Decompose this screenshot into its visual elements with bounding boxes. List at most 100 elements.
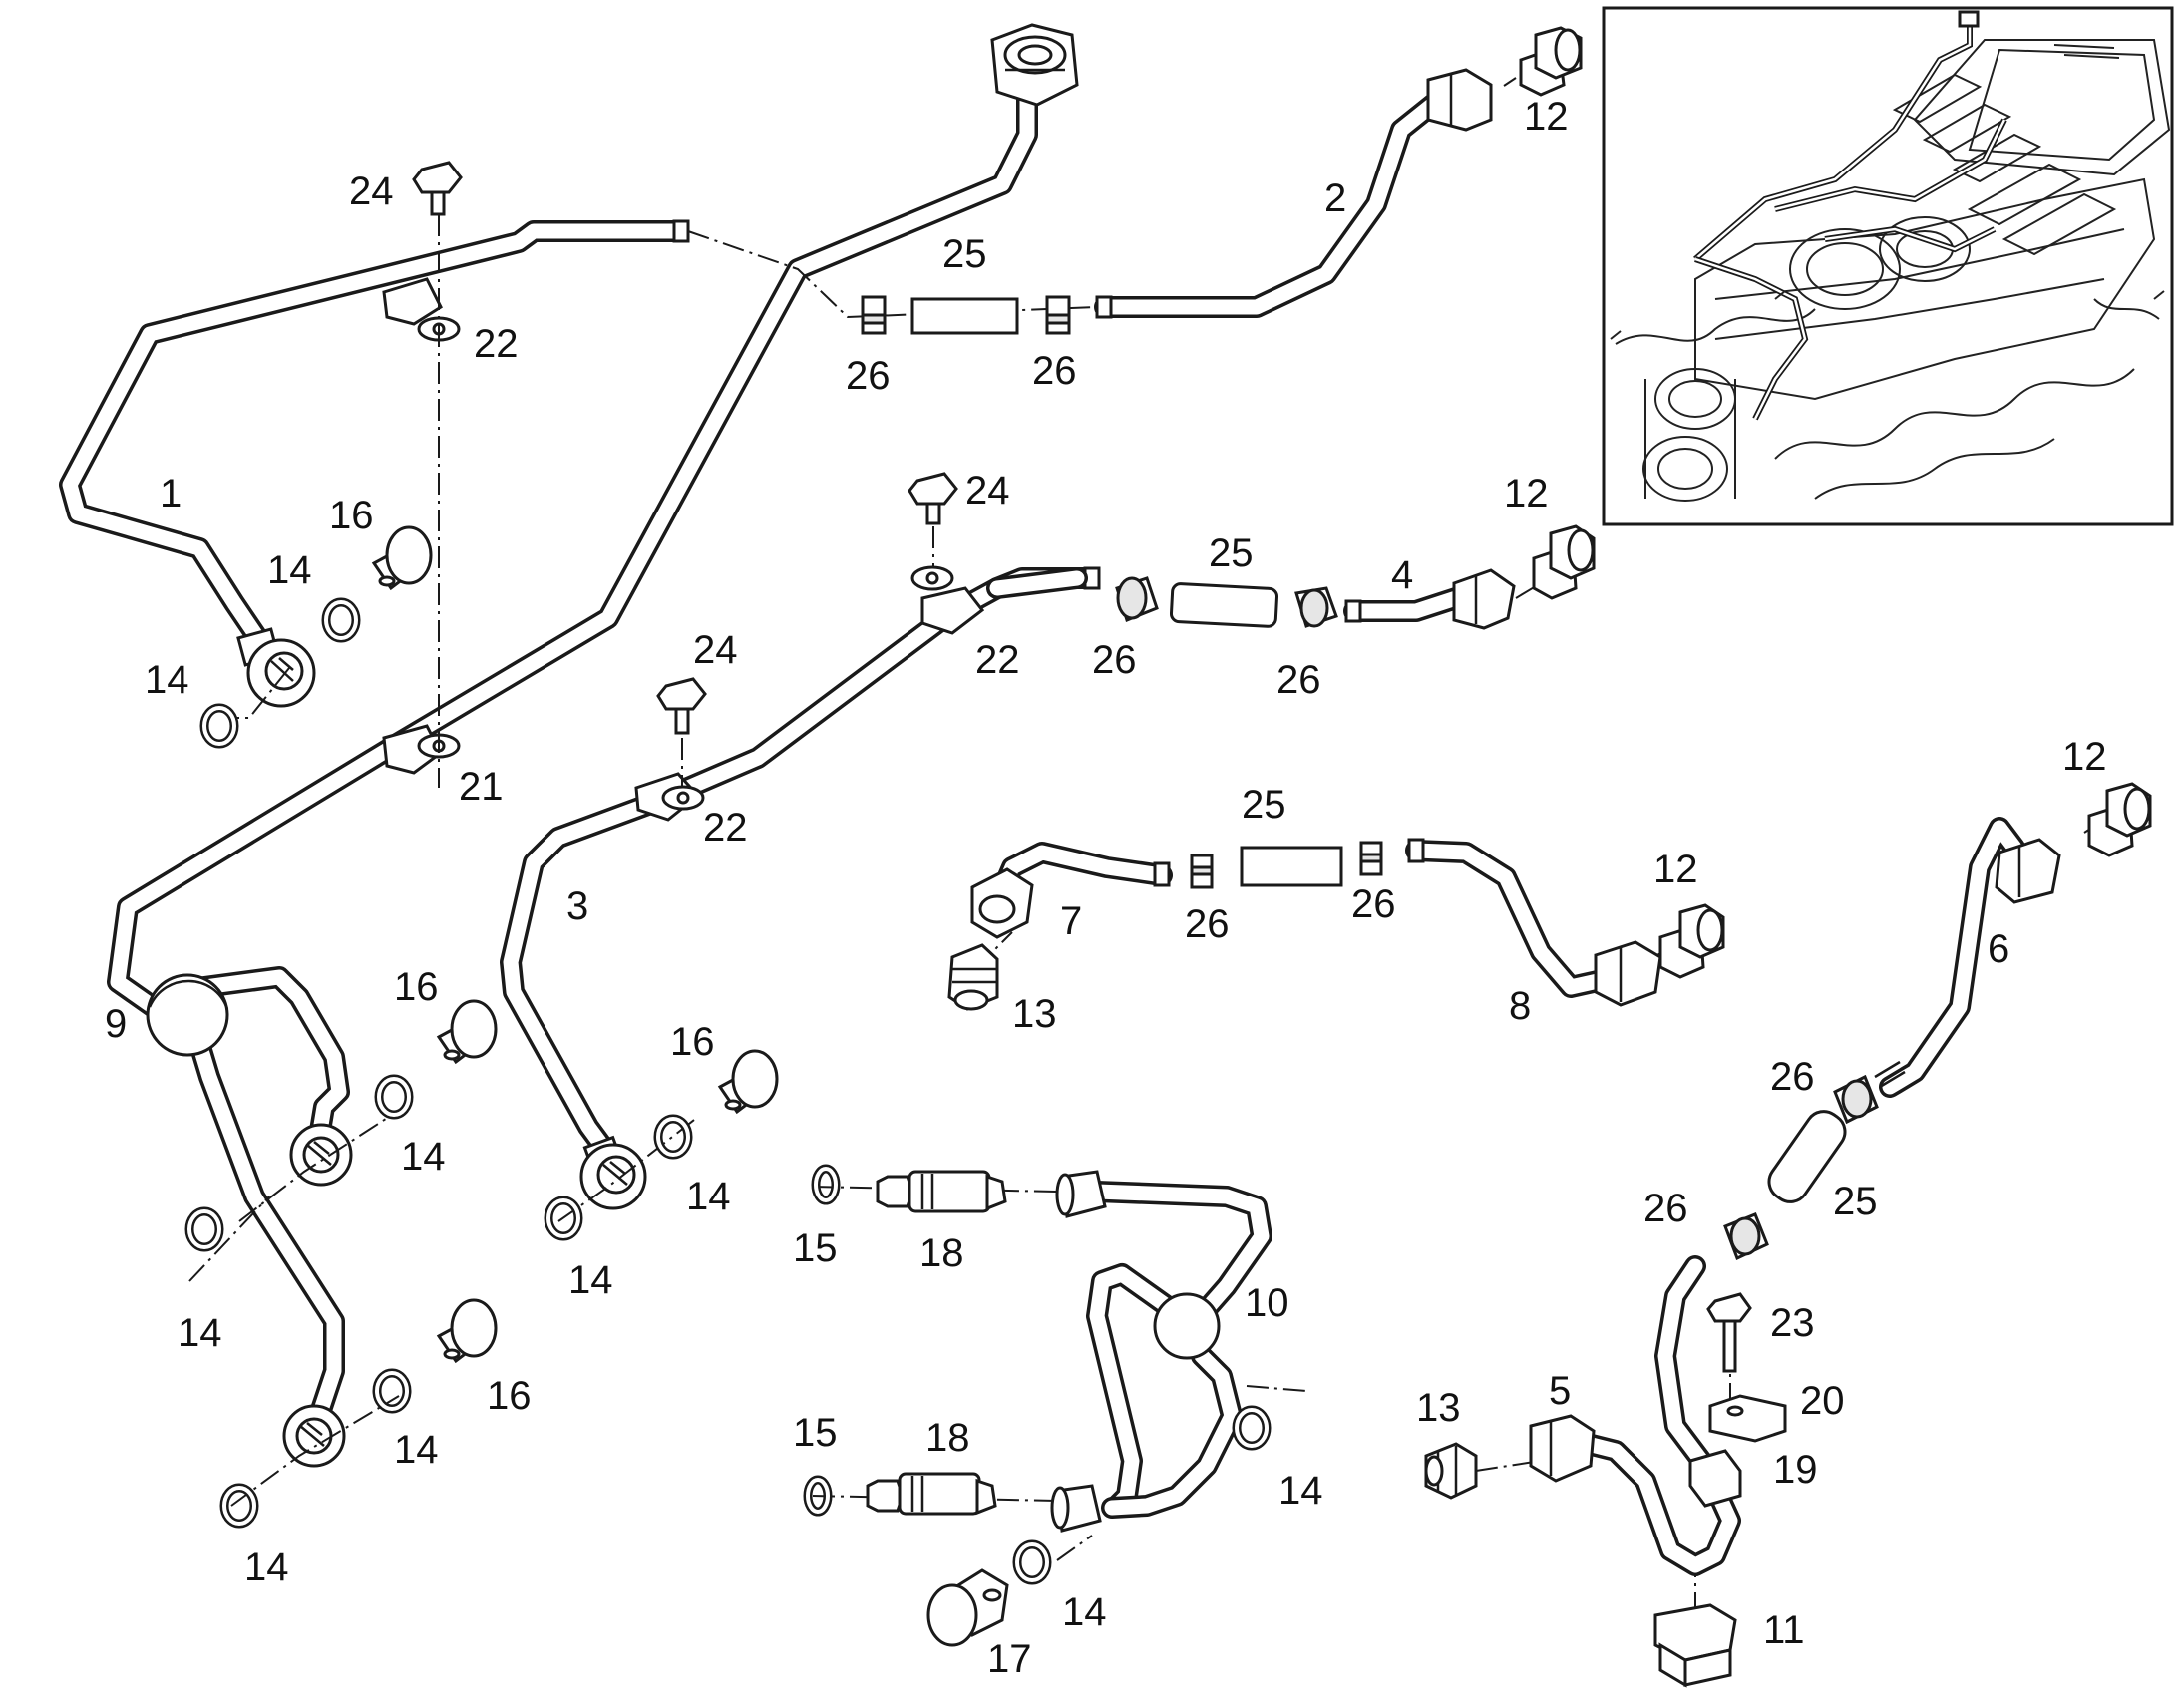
callout-15-bottom: 15: [793, 1411, 838, 1455]
o-ring-15-bottom: [803, 1475, 833, 1517]
washer-14: [199, 703, 239, 749]
callout-labels: 1 2 3 4 5 6 7 8 9 10 11 12 12 12 12 13 1…: [105, 95, 2107, 1681]
callout-22-c: 22: [703, 806, 748, 850]
callout-21: 21: [459, 765, 504, 809]
callout-14-e: 14: [686, 1175, 731, 1218]
connector-set-line-6: [1723, 1074, 1879, 1261]
callout-24-c: 24: [693, 628, 738, 672]
callout-14-b: 14: [145, 658, 189, 702]
callout-12-line-4: 12: [1504, 472, 1549, 515]
callout-14-j: 14: [1062, 1590, 1107, 1634]
callout-25-a: 25: [942, 232, 987, 276]
callout-3: 3: [566, 884, 588, 928]
washer-14: [372, 1368, 412, 1414]
callout-10: 10: [1245, 1281, 1289, 1325]
callout-13-line-5: 13: [1416, 1386, 1461, 1430]
bracket-20: [1708, 1394, 1787, 1443]
callout-26-h: 26: [1643, 1187, 1688, 1230]
callout-24-b: 24: [965, 469, 1010, 512]
callout-26-c: 26: [1092, 638, 1137, 682]
cap-16-bottom: [436, 1298, 498, 1364]
nut-12-top: [1519, 26, 1583, 97]
callout-25-b: 25: [1209, 531, 1254, 575]
washer-14: [184, 1206, 224, 1252]
callout-22-b: 22: [975, 638, 1020, 682]
fitting-13-bottom: [1424, 1442, 1478, 1500]
callout-14-a: 14: [267, 548, 312, 592]
washers-14: [184, 597, 1272, 1585]
callout-19: 19: [1773, 1448, 1818, 1492]
callout-26-g: 26: [1770, 1055, 1815, 1099]
callout-14-i: 14: [1278, 1469, 1323, 1513]
callout-5: 5: [1549, 1369, 1571, 1413]
sleeve-18-top: [876, 1170, 1007, 1213]
callout-26-e: 26: [1185, 902, 1230, 946]
nut-12-line-6: [2087, 782, 2152, 857]
callout-25-d: 25: [1833, 1180, 1878, 1223]
callout-12-line-6: 12: [2062, 735, 2107, 779]
callout-18-top: 18: [919, 1231, 964, 1275]
callout-26-d: 26: [1276, 658, 1321, 702]
callout-14-h: 14: [244, 1545, 289, 1589]
tube-end-2: [1095, 295, 1113, 319]
nut-12-line-4: [1532, 524, 1596, 600]
distribution-block-9: [146, 973, 229, 1057]
callout-15-top: 15: [793, 1226, 838, 1270]
callout-26-f: 26: [1351, 882, 1396, 926]
engine-overview-inset: [1602, 6, 2174, 526]
callout-4: 4: [1391, 553, 1413, 597]
fuel-line-8: [1405, 838, 1662, 1007]
fuel-line-4: [1343, 568, 1516, 630]
callout-12-top: 12: [1524, 95, 1569, 139]
callout-14-c: 14: [401, 1135, 446, 1179]
connector-set-line-4: [986, 567, 1338, 628]
bolt-24-left: [412, 161, 463, 216]
banjo-fitting-line-1: [236, 627, 316, 708]
cap-16-top: [371, 525, 433, 591]
fuel-line-1: [59, 219, 690, 654]
callout-6: 6: [1988, 927, 2009, 971]
nut-line-2: [1426, 68, 1493, 132]
washer-14: [321, 597, 361, 643]
clamp-22-left: [382, 277, 461, 342]
clamp-22-right: [910, 565, 985, 635]
o-ring-15-top: [811, 1164, 841, 1205]
washer-14: [544, 1196, 583, 1241]
fuel-line-9: [107, 23, 1079, 1033]
fuel-line-9-branches: [146, 966, 353, 1468]
fuel-line-5: [1529, 1255, 1741, 1576]
callout-16-c: 16: [670, 1020, 715, 1064]
callout-12-line-8: 12: [1653, 848, 1698, 891]
callout-16-b: 16: [394, 965, 439, 1009]
clip-19: [1688, 1449, 1742, 1508]
callout-8: 8: [1509, 984, 1531, 1028]
fuel-line-3: [500, 612, 948, 1210]
clip-11: [1653, 1603, 1737, 1688]
bolt-24-right: [908, 472, 958, 525]
bolt-24-mid: [656, 677, 707, 735]
connector-set-line-7: [1190, 841, 1383, 889]
callout-14-f: 14: [568, 1258, 613, 1302]
callout-9: 9: [105, 1002, 127, 1046]
callout-14-d: 14: [178, 1311, 222, 1355]
callout-22-a: 22: [474, 322, 519, 366]
washer-14: [1232, 1405, 1272, 1451]
callout-2: 2: [1324, 176, 1346, 220]
fuel-line-6: [1874, 817, 2061, 1098]
fuel-line-2: [1094, 68, 1493, 319]
callout-17: 17: [987, 1637, 1032, 1681]
callout-1: 1: [160, 472, 182, 515]
callout-24-a: 24: [349, 170, 394, 213]
cap-16-mid: [436, 999, 498, 1065]
callout-25-c: 25: [1242, 783, 1286, 827]
callout-7: 7: [1060, 899, 1082, 943]
fuel-line-7: [947, 842, 1173, 1011]
callout-14-g: 14: [394, 1428, 439, 1472]
washer-14: [374, 1074, 414, 1120]
banjo-bolt-17: [926, 1568, 1009, 1647]
callout-11: 11: [1763, 1608, 1805, 1652]
callout-23: 23: [1770, 1301, 1815, 1345]
bolt-23: [1706, 1292, 1752, 1373]
